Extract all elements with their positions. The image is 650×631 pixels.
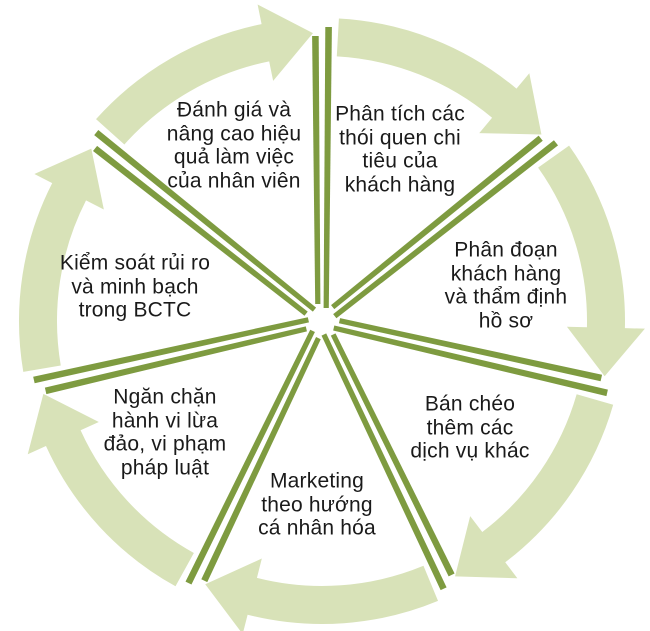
ring-arrow-segment bbox=[18, 148, 104, 372]
spoke-line bbox=[333, 140, 559, 319]
cycle-item-label: Phân tích các thói quen chi tiêu của khá… bbox=[335, 102, 465, 197]
spoke-line bbox=[33, 317, 309, 384]
spoke-line bbox=[323, 27, 332, 308]
cycle-item-label: Phân đoạn khách hàng và thẩm định hồ sơ bbox=[444, 238, 568, 333]
cycle-item-label: Đánh giá và nâng cao hiệu quả làm việc c… bbox=[166, 98, 302, 193]
ring-arrow-segment bbox=[336, 18, 542, 135]
spoke-line bbox=[93, 145, 308, 316]
cycle-item-label: Bán chéo thêm các dịch vụ khác bbox=[410, 392, 530, 463]
spoke-line bbox=[330, 333, 455, 577]
spoke-line bbox=[312, 36, 321, 304]
spoke-line bbox=[333, 325, 608, 397]
ring-arrow-segment bbox=[538, 145, 645, 377]
cycle-item-label: Marketing theo hướng cá nhân hóa bbox=[258, 469, 376, 540]
spoke-line bbox=[331, 135, 543, 310]
ring-arrow-segment bbox=[205, 558, 439, 631]
ring-arrow-segment bbox=[455, 394, 614, 579]
spoke-line bbox=[185, 329, 315, 585]
spoke-line bbox=[201, 337, 321, 583]
spoke-line bbox=[94, 129, 317, 312]
spoke-line bbox=[44, 326, 307, 395]
spoke-line bbox=[321, 333, 447, 591]
spoke-line bbox=[338, 318, 603, 382]
cycle-item-label: Ngăn chặn hành vi lừa đảo, vi phạm pháp … bbox=[103, 385, 227, 480]
ring-arrow-segment bbox=[27, 393, 194, 587]
cycle-item-label: Kiểm soát rủi ro và minh bạch trong BCTC bbox=[59, 251, 211, 322]
ring-arrow-segment bbox=[96, 4, 313, 145]
